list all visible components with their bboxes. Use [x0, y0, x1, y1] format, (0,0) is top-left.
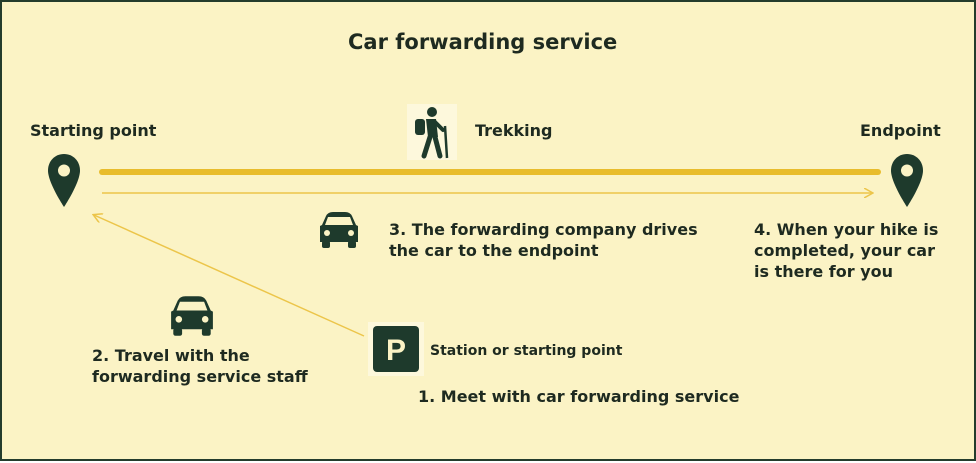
parking-icon: P [368, 322, 424, 376]
trekking-label: Trekking [475, 121, 553, 140]
parking-sign-letter: P [386, 334, 406, 367]
hiker-icon [407, 104, 457, 160]
station-label: Station or starting point [430, 343, 623, 359]
step-2-text: 2. Travel with the forwarding service st… [92, 346, 308, 386]
step-3-text: 3. The forwarding company drives the car… [389, 220, 698, 260]
starting-point-label: Starting point [30, 121, 157, 140]
step-4-text: 4. When your hike is completed, your car… [754, 220, 939, 281]
step-1-text: 1. Meet with car forwarding service [418, 387, 740, 406]
map-pin-icon [48, 154, 80, 207]
map-pin-icon [891, 154, 923, 207]
staff-travel-arrow [94, 215, 365, 337]
car-icon [171, 296, 213, 336]
car-icon [320, 212, 358, 248]
endpoint-label: Endpoint [860, 121, 941, 140]
diagram-title: Car forwarding service [348, 30, 618, 54]
